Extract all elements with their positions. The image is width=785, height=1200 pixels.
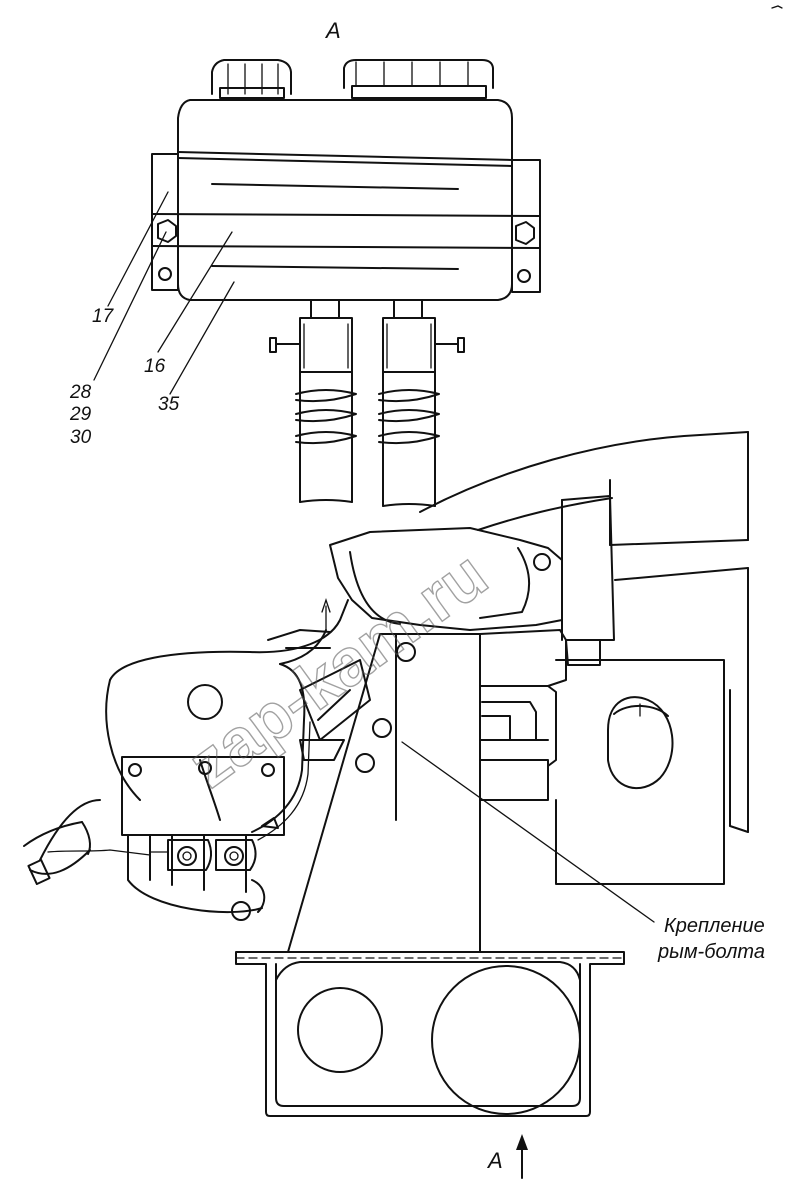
hose-left bbox=[269, 299, 357, 503]
svg-text:рым-болта: рым-болта bbox=[657, 941, 765, 963]
filler-cap-right bbox=[343, 59, 494, 99]
svg-text:Крепление: Крепление bbox=[664, 915, 765, 937]
callout-30: 30 bbox=[70, 427, 92, 448]
expansion-tank-view: A bbox=[69, 18, 541, 507]
cab-silhouette bbox=[419, 431, 749, 833]
filler-cap-left bbox=[211, 59, 292, 99]
bracket-left bbox=[151, 153, 179, 291]
engine-mount-assembly: A bbox=[23, 495, 725, 1179]
callout-29: 29 bbox=[69, 404, 92, 425]
svg-text:A: A bbox=[486, 1148, 503, 1173]
callout-16: 16 bbox=[144, 356, 166, 377]
tank-body bbox=[177, 99, 513, 301]
annotation-eye-bolt-mount: Крепление рым-болта bbox=[657, 915, 765, 963]
callout-17: 17 bbox=[92, 306, 115, 327]
hose-right bbox=[378, 299, 465, 507]
view-direction-arrow: A bbox=[486, 1134, 528, 1179]
callout-28: 28 bbox=[69, 382, 92, 403]
callout-35: 35 bbox=[158, 394, 180, 415]
base-channel bbox=[235, 951, 625, 1117]
view-label: A bbox=[324, 18, 341, 43]
bracket-right bbox=[511, 159, 541, 293]
